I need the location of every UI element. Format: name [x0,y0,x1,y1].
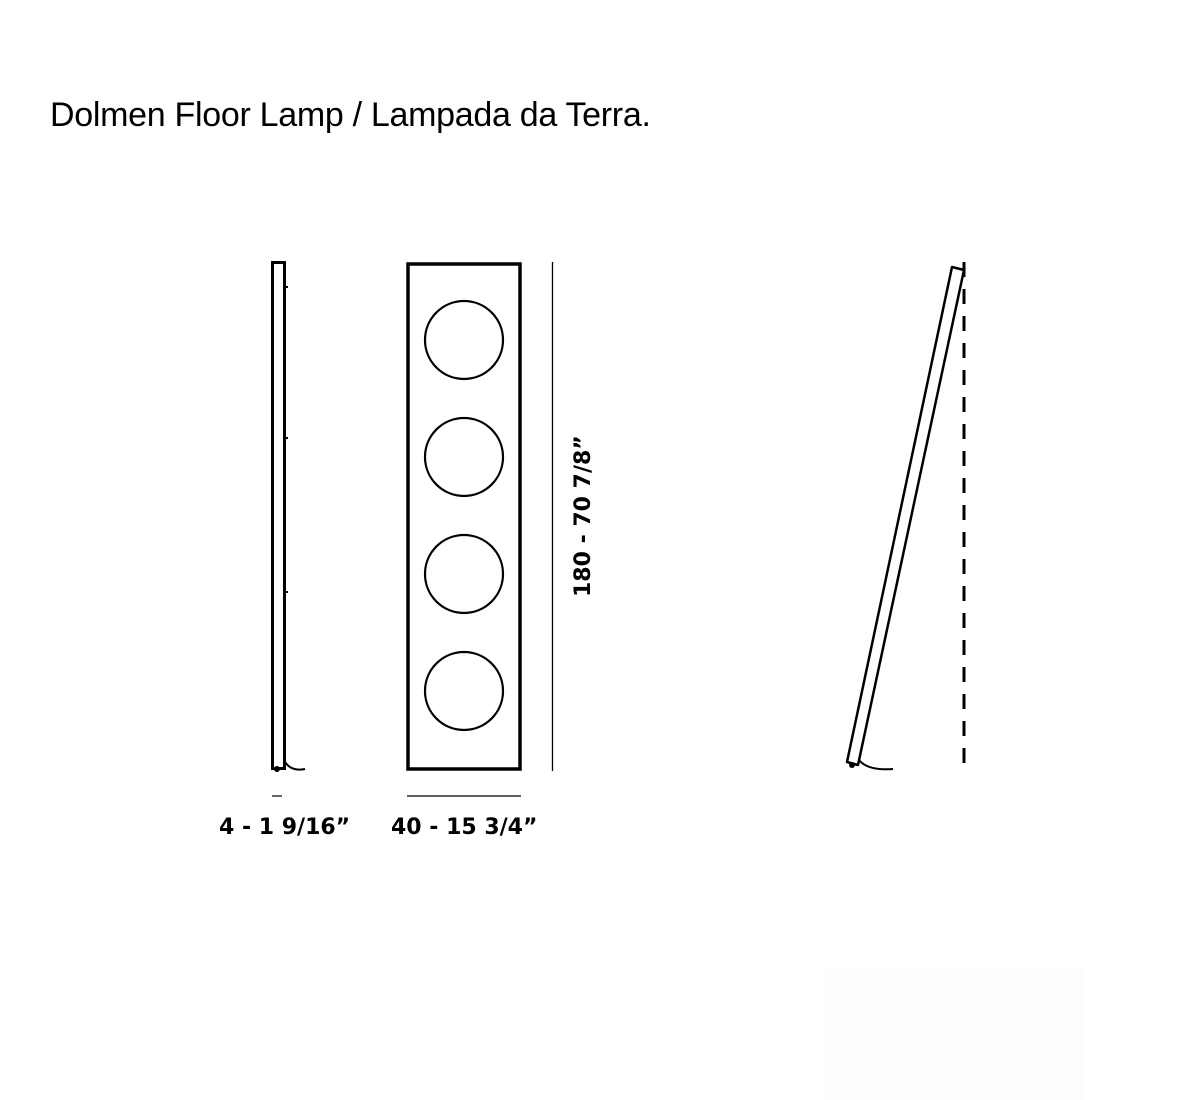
side-view [271,261,306,797]
height-dimension: 180 - 70 7/8” [571,435,596,597]
front-view [406,262,554,797]
lamp-circle [423,533,505,615]
lamp-circle [423,416,505,498]
leaning-side-view [845,262,966,771]
page-title: Dolmen Floor Lamp / Lampada da Terra. [50,96,651,134]
lamp-circle [423,650,505,732]
side-width-dimension: 4 - 1 9/16” [219,815,350,840]
lamp-circle [423,299,505,381]
faint-background-box [822,968,1085,1100]
front-width-dimension: 40 - 15 3/4” [391,815,537,840]
